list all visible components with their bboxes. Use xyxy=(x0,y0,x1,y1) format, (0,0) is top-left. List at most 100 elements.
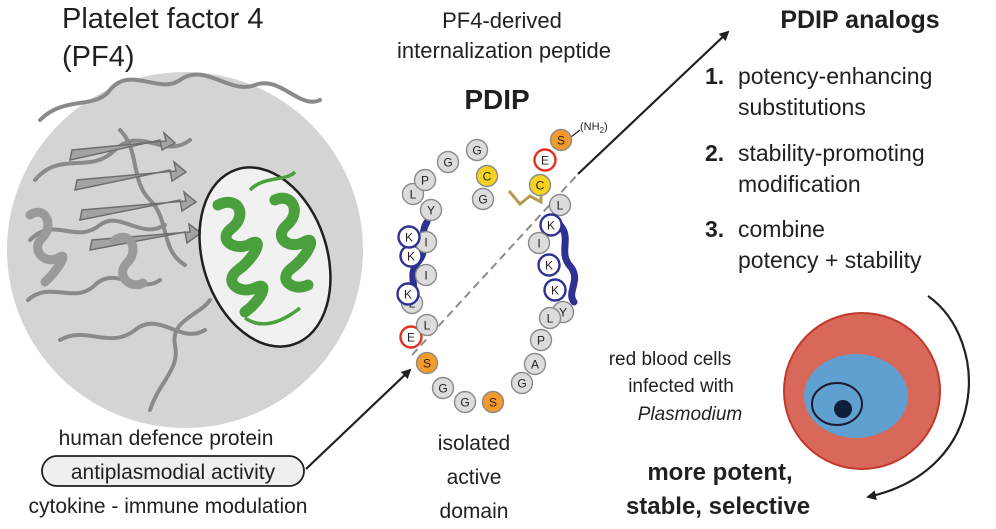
residue-circle xyxy=(399,325,423,349)
disulfide-bond xyxy=(507,190,543,207)
residue-letter: A xyxy=(531,358,539,372)
residue-30-g: G xyxy=(465,138,489,162)
analogs-title: PDIP analogs xyxy=(780,6,939,34)
residue-circle xyxy=(431,376,455,400)
residue-letter: G xyxy=(517,377,526,391)
residue-circle xyxy=(539,213,563,237)
pdip-heading-line2: internalization peptide xyxy=(397,38,611,63)
residue-circle xyxy=(436,150,460,174)
residue-circle xyxy=(543,278,567,302)
residue-circle xyxy=(465,138,489,162)
analog-item-1-number: 1. xyxy=(705,63,724,89)
pf4-desc-line1: human defence protein xyxy=(59,427,274,450)
residue-circle xyxy=(538,306,562,330)
curved-arrow-to-outcome xyxy=(866,295,970,501)
residue-26-y: Y xyxy=(419,198,443,222)
residue-28-p: P xyxy=(413,168,437,192)
residue-14-s: S xyxy=(481,390,505,414)
pf4-green-loops xyxy=(243,170,302,326)
analog-item-3-line1: combine xyxy=(738,216,825,242)
rbc-panel: red blood cells infected with Plasmodium… xyxy=(609,312,941,520)
analog-item-3-line2: potency + stability xyxy=(738,247,922,273)
arrow-pf4-to-pdip xyxy=(305,368,412,470)
pdip-footer-line1: isolated xyxy=(438,432,510,455)
residue-letter: K xyxy=(404,288,412,302)
residue-circle xyxy=(453,390,477,414)
residue-letter: G xyxy=(438,382,447,396)
residue-13-g: G xyxy=(510,371,534,395)
residue-letter: K xyxy=(547,219,555,233)
residue-letter: L xyxy=(557,199,564,213)
residue-22-i: I xyxy=(414,263,438,287)
analog-item-1-line1: potency-enhancing xyxy=(738,63,932,89)
residue-11-p: P xyxy=(529,328,553,352)
residue-circle xyxy=(396,282,420,306)
rbc-label-line3: Plasmodium xyxy=(638,404,743,425)
residue-circle xyxy=(481,390,505,414)
residue-circle xyxy=(533,148,557,172)
residue-letter: P xyxy=(421,174,429,188)
residue-5-k: K xyxy=(539,213,563,237)
residue-letter: C xyxy=(536,179,545,193)
pf4-desc-line2: antiplasmodial activity xyxy=(71,461,276,484)
analog-item-2-line1: stability-promoting xyxy=(738,140,925,166)
residue-circle xyxy=(527,231,551,255)
pf4-title-line1: Platelet factor 4 xyxy=(62,3,264,35)
residue-letter: G xyxy=(443,156,452,170)
antiplasmodial-activity-badge xyxy=(41,455,305,487)
residue-31-c: C xyxy=(475,164,499,188)
pdip-heading-line1: PF4-derived xyxy=(442,8,562,33)
pf4-panel: Platelet factor 4 (PF4) xyxy=(7,3,363,518)
residue-7-k: K xyxy=(537,253,561,277)
outcome-line2: stable, selective xyxy=(626,493,810,520)
residue-letter: C xyxy=(483,170,492,184)
residue-letter: G xyxy=(472,144,481,158)
analogs-panel: PDIP analogs 1. potency-enhancing substi… xyxy=(705,6,940,273)
pdip-name: PDIP xyxy=(464,84,529,115)
residue-25-k: K xyxy=(397,225,421,249)
residue-circle xyxy=(475,164,499,188)
residue-circle xyxy=(548,193,572,217)
pf4-beta-sheets xyxy=(69,130,203,251)
pdip-footer-line3: domain xyxy=(440,500,509,523)
residue-circle xyxy=(419,198,443,222)
residue-circle xyxy=(413,168,437,192)
residue-letter: E xyxy=(407,331,415,345)
residue-letter: I xyxy=(537,237,540,251)
pf4-grey-helix xyxy=(25,208,148,290)
residue-circle xyxy=(397,225,421,249)
residue-circle xyxy=(528,173,552,197)
residue-10-l: L xyxy=(538,306,562,330)
residue-letter: I xyxy=(424,236,427,250)
residue-29-g: G xyxy=(436,150,460,174)
pdip-right-helix-ribbon xyxy=(556,221,579,306)
residue-12-a: A xyxy=(523,352,547,376)
rbc-label-line2: infected with xyxy=(628,376,734,397)
c-terminal-amide-label: (NH2) xyxy=(580,121,608,135)
residue-32-g: G xyxy=(471,187,495,211)
residue-letter: P xyxy=(537,334,545,348)
residue-letter: E xyxy=(541,154,549,168)
residue-circle xyxy=(510,371,534,395)
plasmodium-parasite xyxy=(804,354,908,438)
parasite-vacuole-outline xyxy=(811,382,863,426)
residue-16-g: G xyxy=(431,376,455,400)
residue-3-c: C xyxy=(528,173,552,197)
residue-18-e: E xyxy=(399,325,423,349)
residue-letter: I xyxy=(424,269,427,283)
residue-circle xyxy=(415,351,439,375)
amide-tick xyxy=(570,129,581,138)
residue-6-i: I xyxy=(527,231,551,255)
residue-letter: Y xyxy=(559,306,567,320)
outcome-line1: more potent, xyxy=(647,459,792,486)
residue-letter: K xyxy=(405,231,413,245)
residue-circle xyxy=(523,352,547,376)
pdip-dashed-connector xyxy=(411,173,579,356)
residue-letter: S xyxy=(423,357,431,371)
analog-item-3-number: 3. xyxy=(705,216,724,242)
residue-letter: K xyxy=(551,284,559,298)
residue-4-l: L xyxy=(548,193,572,217)
pdip-residues: SECLKIKKYLPAGSGGSELLKIKIKYLPGGCG xyxy=(396,128,575,414)
residue-circle xyxy=(537,253,561,277)
